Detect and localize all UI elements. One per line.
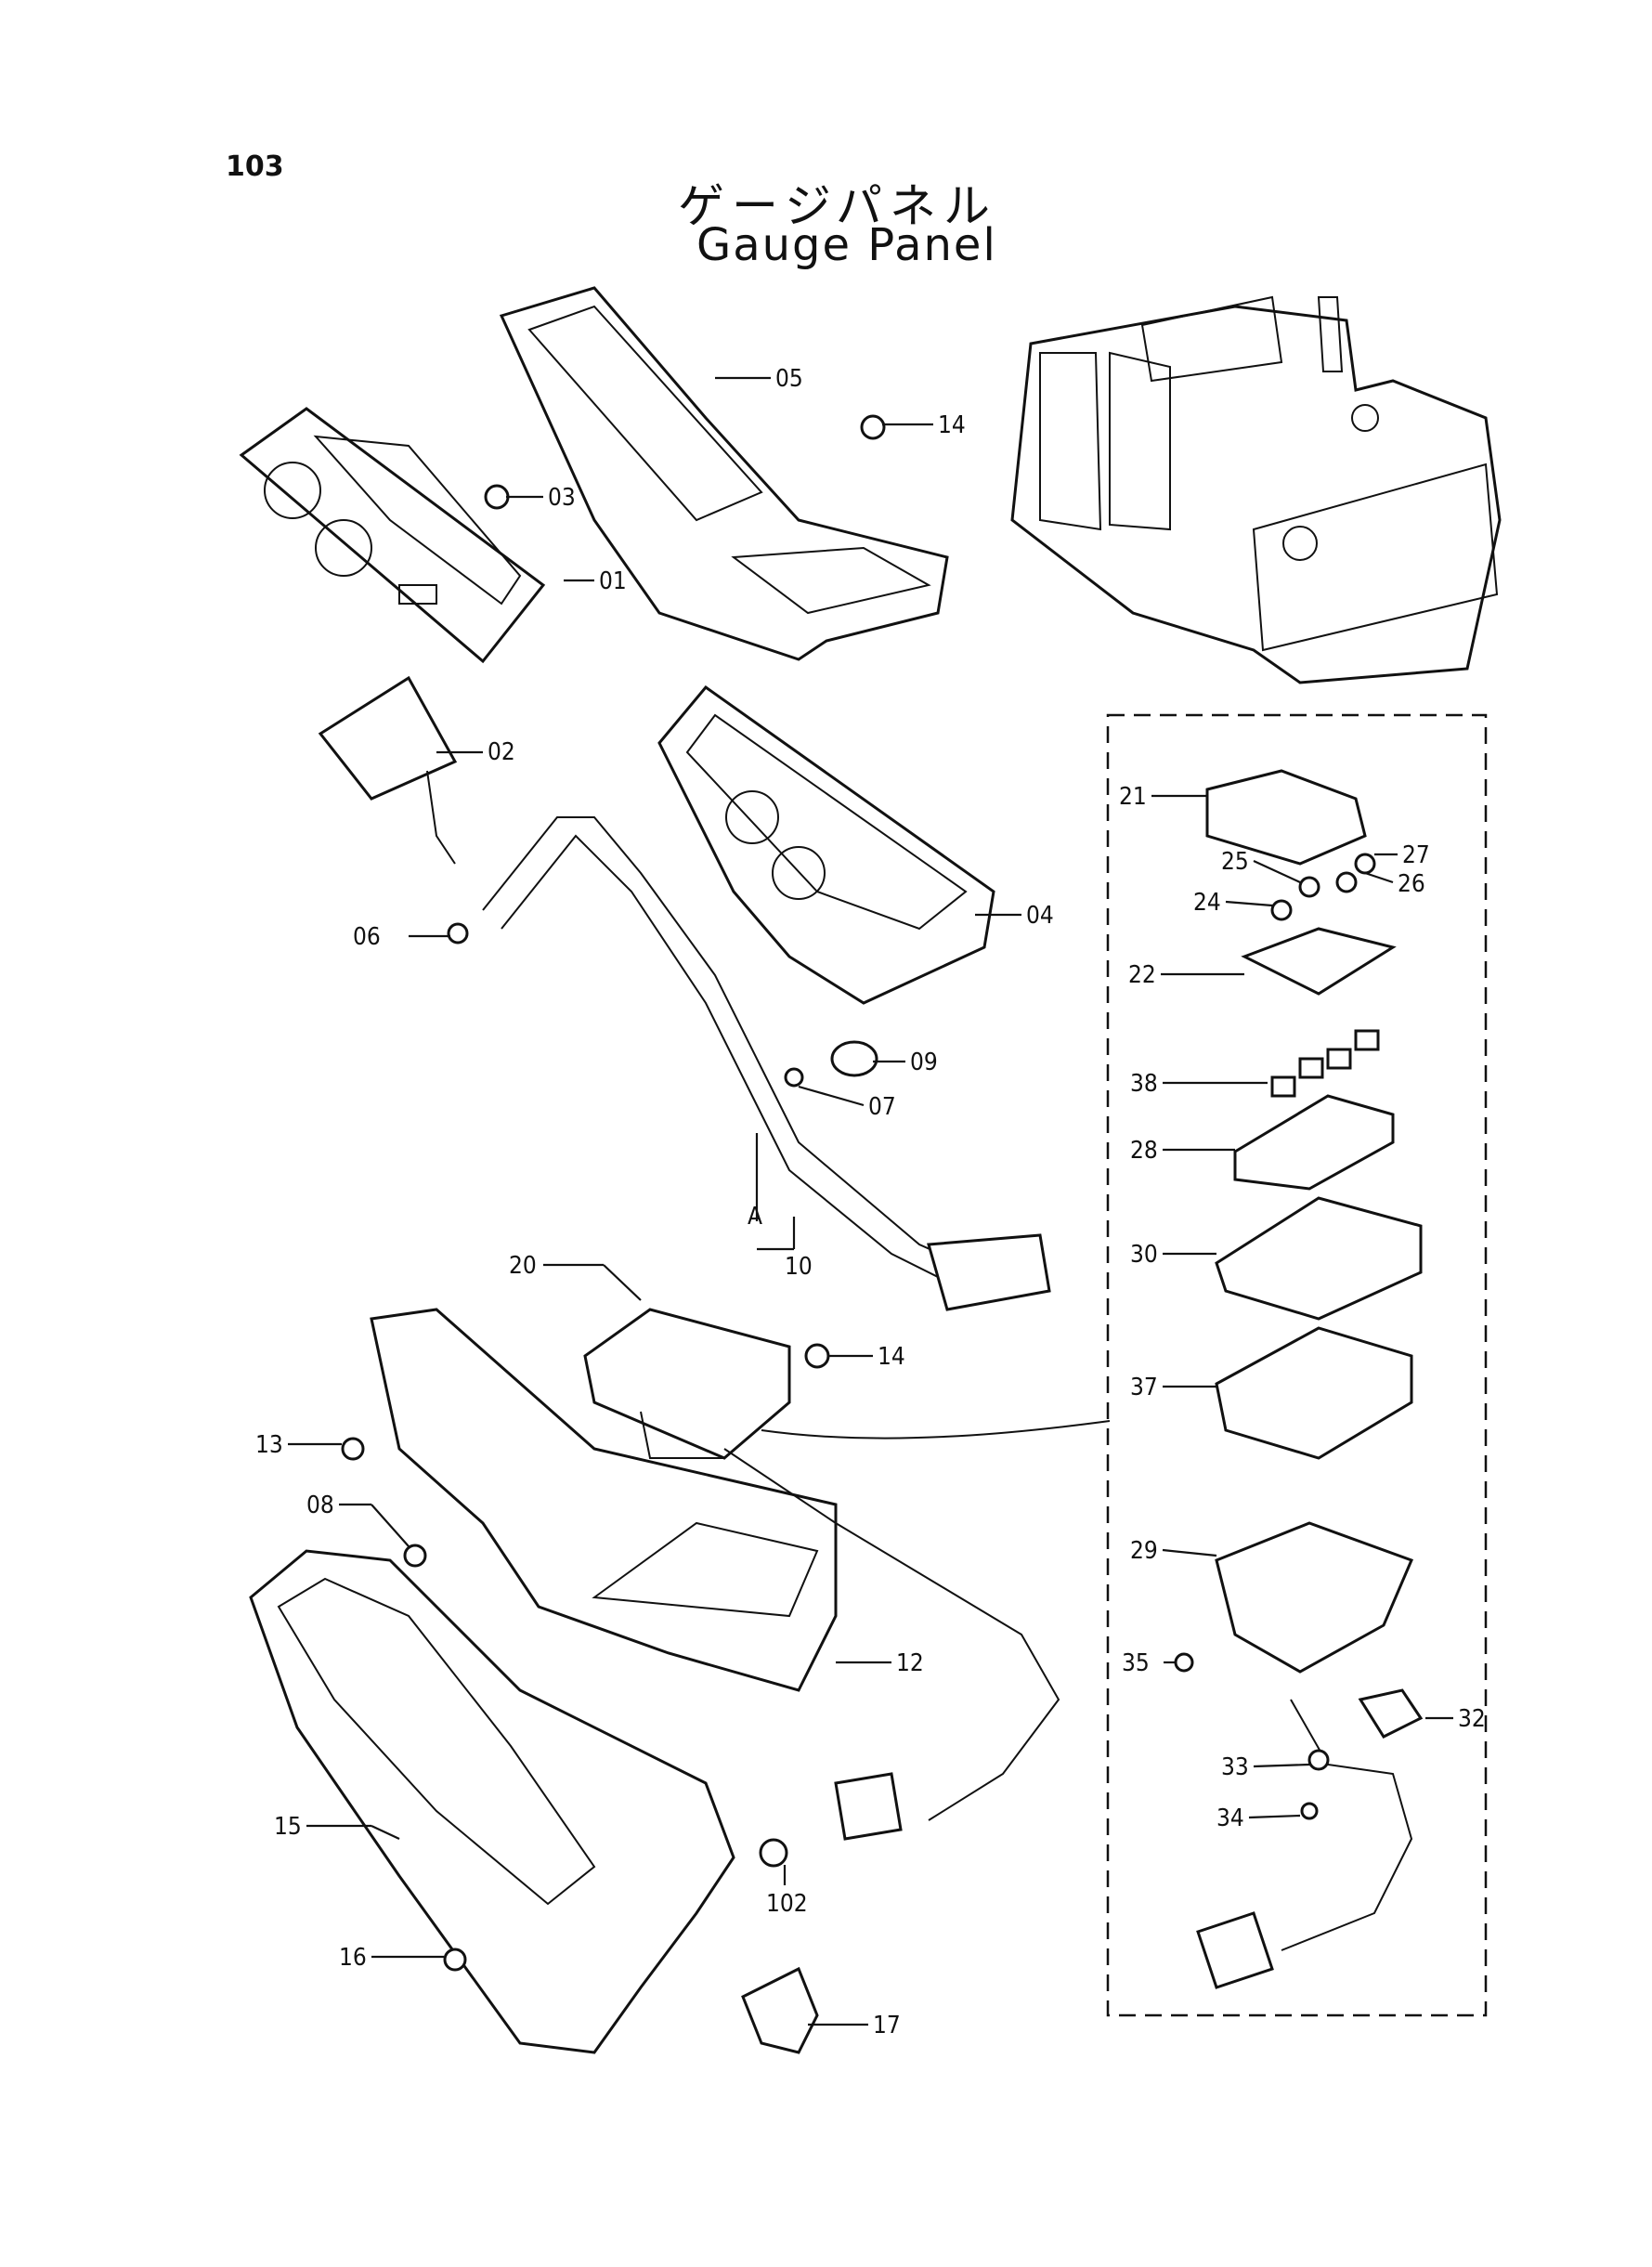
callout-102: 102 xyxy=(766,1890,808,1918)
callout-28: 28 xyxy=(1130,1137,1158,1165)
callout-02: 02 xyxy=(488,738,515,766)
part-28 xyxy=(1233,1094,1395,1191)
title-japanese: ゲージパネル xyxy=(678,179,997,233)
detail-connector xyxy=(1196,1911,1274,1989)
callout-14-top: 14 xyxy=(938,411,966,439)
detail-link-line xyxy=(761,1420,1111,1440)
callout-07: 07 xyxy=(868,1093,896,1121)
callout-16: 16 xyxy=(339,1944,367,1972)
callout-01: 01 xyxy=(599,567,627,595)
callout-labels: 01 02 03 04 05 06 07 08 09 10 12 13 14 1… xyxy=(255,365,1486,2039)
callout-08: 08 xyxy=(306,1492,334,1519)
callout-09: 09 xyxy=(910,1049,938,1076)
part-29 xyxy=(1215,1521,1414,1674)
part-08-screw xyxy=(403,1544,427,1568)
callout-12: 12 xyxy=(896,1649,924,1677)
page-number: 103 xyxy=(226,150,284,183)
part-03-screw xyxy=(484,484,510,510)
callout-30: 30 xyxy=(1130,1241,1158,1269)
callout-24: 24 xyxy=(1193,889,1221,917)
part-30 xyxy=(1215,1196,1423,1321)
callout-27: 27 xyxy=(1402,841,1430,869)
callout-04: 04 xyxy=(1026,902,1054,930)
callout-13: 13 xyxy=(255,1431,283,1459)
callout-26: 26 xyxy=(1398,870,1425,898)
callout-15: 15 xyxy=(274,1813,302,1841)
callout-29: 29 xyxy=(1130,1537,1158,1565)
console-harness xyxy=(723,1448,1060,1821)
part-37 xyxy=(1215,1326,1413,1460)
part-05-cover-frame xyxy=(499,286,949,661)
detail-parts-stack xyxy=(1174,769,1424,1989)
part-12-console-base xyxy=(370,1308,838,1692)
part-17-small-cover xyxy=(741,1966,819,2054)
part-04-gauge-case xyxy=(657,684,995,1005)
part-07-bolt xyxy=(784,1067,804,1088)
callout-38: 38 xyxy=(1130,1070,1158,1098)
title-english: Gauge Panel xyxy=(696,219,997,271)
callout-32: 32 xyxy=(1458,1705,1486,1733)
part-15-side-cover xyxy=(249,1549,735,2054)
callout-37: 37 xyxy=(1130,1374,1158,1401)
part-01-gauge-face xyxy=(239,407,546,664)
part-06-screw xyxy=(447,922,469,945)
callout-21: 21 xyxy=(1119,783,1147,811)
callout-22: 22 xyxy=(1128,961,1156,989)
part-102-screw xyxy=(759,1838,788,1868)
callout-20: 20 xyxy=(509,1252,537,1280)
excavator-cab-illustration xyxy=(1010,295,1502,684)
callout-17: 17 xyxy=(873,2012,901,2039)
wire-harness-10 xyxy=(482,816,1051,1311)
console-connector xyxy=(834,1772,903,1841)
callout-34: 34 xyxy=(1216,1804,1244,1832)
callout-25: 25 xyxy=(1221,848,1249,876)
part-22 xyxy=(1241,927,1397,996)
callout-03: 03 xyxy=(548,484,576,512)
callout-10: 10 xyxy=(785,1253,813,1281)
part-14-screw-mid xyxy=(804,1343,830,1369)
part-32 xyxy=(1358,1688,1424,1739)
leader-lines xyxy=(288,376,1453,2026)
part-20-switch-box xyxy=(583,1308,791,1460)
callout-06: 06 xyxy=(353,923,381,951)
part-13-screw xyxy=(341,1437,365,1461)
detail-harness xyxy=(1281,1699,1413,1951)
detail-dashed-box xyxy=(1106,713,1488,2017)
callout-33: 33 xyxy=(1221,1753,1249,1781)
callout-35: 35 xyxy=(1122,1649,1150,1677)
part-09-cap xyxy=(830,1040,878,1077)
callout-14-mid: 14 xyxy=(878,1343,905,1371)
callout-A: A xyxy=(748,1203,762,1231)
callout-05: 05 xyxy=(775,365,803,393)
part-02-switch xyxy=(318,675,458,865)
part-16-screw xyxy=(443,1948,467,1972)
part-14-screw-top xyxy=(860,414,886,440)
part-21 xyxy=(1205,769,1367,866)
